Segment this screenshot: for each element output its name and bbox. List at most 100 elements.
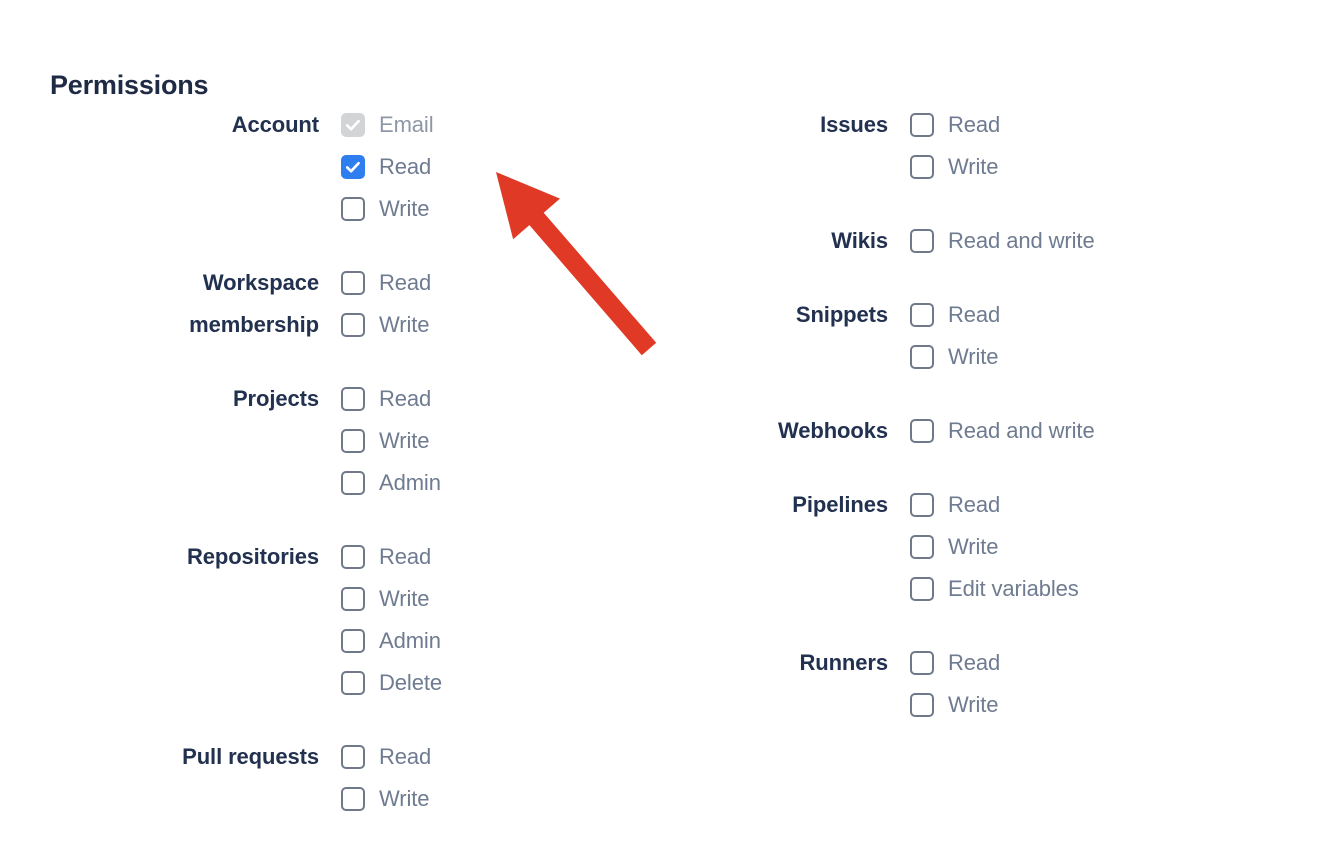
checkbox-projects-write[interactable]: [341, 429, 365, 453]
option-label-admin: Admin: [379, 470, 441, 495]
checkbox-snippets-write[interactable]: [910, 345, 934, 369]
checkbox-issues-read[interactable]: [910, 113, 934, 137]
checkbox-pipelines-read[interactable]: [910, 493, 934, 517]
checkbox-projects-read[interactable]: [341, 387, 365, 411]
permission-option-projects-write[interactable]: Write: [341, 420, 660, 462]
checkbox-repositories-admin[interactable]: [341, 629, 365, 653]
checkbox-account-email: [341, 113, 365, 137]
checkbox-webhooks-read-and-write[interactable]: [910, 419, 934, 443]
checkbox-workspace-membership-read[interactable]: [341, 271, 365, 295]
option-label-delete: Delete: [379, 670, 442, 695]
checkbox-pull-requests-read[interactable]: [341, 745, 365, 769]
checkbox-pipelines-write[interactable]: [910, 535, 934, 559]
checkbox-pipelines-edit-variables[interactable]: [910, 577, 934, 601]
group-label-runners: Runners: [596, 642, 910, 684]
group-label-line: Workspace: [202, 270, 319, 295]
permission-option-repositories-delete[interactable]: Delete: [341, 662, 660, 704]
checkbox-repositories-delete[interactable]: [341, 671, 365, 695]
permission-option-pipelines-read[interactable]: Read: [910, 484, 1296, 526]
option-label-read: Read: [379, 744, 432, 769]
permission-option-snippets-read[interactable]: Read: [910, 294, 1296, 336]
checkbox-account-write[interactable]: [341, 197, 365, 221]
option-label-read: Read: [379, 386, 432, 411]
group-label-line: Account: [231, 112, 319, 137]
permission-option-projects-read[interactable]: Read: [341, 378, 660, 420]
checkbox-repositories-read[interactable]: [341, 545, 365, 569]
permission-option-runners-read[interactable]: Read: [910, 642, 1296, 684]
option-label-write: Write: [379, 196, 430, 221]
group-label-webhooks: Webhooks: [596, 410, 910, 452]
checkbox-wikis-read-and-write[interactable]: [910, 229, 934, 253]
permission-option-workspace-membership-read[interactable]: Read: [341, 262, 660, 304]
checkbox-repositories-write[interactable]: [341, 587, 365, 611]
permission-option-repositories-read[interactable]: Read: [341, 536, 660, 578]
option-label-read: Read: [948, 492, 1001, 517]
option-label-write: Write: [379, 312, 430, 337]
option-label-write: Write: [379, 586, 430, 611]
group-label-pull-requests: Pull requests: [0, 736, 341, 778]
permission-option-pull-requests-write[interactable]: Write: [341, 778, 660, 820]
option-label-write: Write: [948, 534, 999, 559]
checkbox-issues-write[interactable]: [910, 155, 934, 179]
group-label-line: Snippets: [795, 302, 888, 327]
group-label-line: Repositories: [186, 544, 319, 569]
checkbox-pull-requests-write[interactable]: [341, 787, 365, 811]
checkbox-runners-write[interactable]: [910, 693, 934, 717]
permission-option-snippets-write[interactable]: Write: [910, 336, 1296, 378]
permission-option-account-read[interactable]: Read: [341, 146, 660, 188]
option-label-read: Read: [948, 302, 1001, 327]
permission-option-repositories-admin[interactable]: Admin: [341, 620, 660, 662]
group-label-line: Projects: [232, 386, 319, 411]
permission-option-workspace-membership-write[interactable]: Write: [341, 304, 660, 346]
group-label-account: Account: [0, 104, 341, 146]
checkbox-account-read[interactable]: [341, 155, 365, 179]
permission-option-pull-requests-read[interactable]: Read: [341, 736, 660, 778]
group-label-issues: Issues: [596, 104, 910, 146]
option-label-email: Email: [379, 112, 434, 137]
group-label-line: Webhooks: [777, 418, 888, 443]
checkbox-projects-admin[interactable]: [341, 471, 365, 495]
group-label-line: Pipelines: [792, 492, 888, 517]
option-label-read-and-write: Read and write: [948, 418, 1095, 443]
permission-option-wikis-read-and-write[interactable]: Read and write: [910, 220, 1296, 262]
group-label-projects: Projects: [0, 378, 341, 420]
option-label-read: Read: [948, 112, 1001, 137]
option-label-admin: Admin: [379, 628, 441, 653]
permission-option-runners-write[interactable]: Write: [910, 684, 1296, 726]
group-label-wikis: Wikis: [596, 220, 910, 262]
permission-option-projects-admin[interactable]: Admin: [341, 462, 660, 504]
checkbox-workspace-membership-write[interactable]: [341, 313, 365, 337]
permission-option-repositories-write[interactable]: Write: [341, 578, 660, 620]
option-label-write: Write: [948, 344, 999, 369]
permission-option-account-email[interactable]: Email: [341, 104, 660, 146]
option-label-write: Write: [379, 786, 430, 811]
permission-option-webhooks-read-and-write[interactable]: Read and write: [910, 410, 1296, 452]
checkbox-snippets-read[interactable]: [910, 303, 934, 327]
permission-option-pipelines-write[interactable]: Write: [910, 526, 1296, 568]
permission-option-issues-write[interactable]: Write: [910, 146, 1296, 188]
permission-option-account-write[interactable]: Write: [341, 188, 660, 230]
option-label-edit-variables: Edit variables: [948, 576, 1079, 601]
checkbox-runners-read[interactable]: [910, 651, 934, 675]
permission-option-issues-read[interactable]: Read: [910, 104, 1296, 146]
permission-option-pipelines-edit-variables[interactable]: Edit variables: [910, 568, 1296, 610]
page-title: Permissions: [50, 70, 209, 101]
checkmark-icon: [343, 115, 363, 135]
checkmark-icon: [343, 157, 363, 177]
option-label-read: Read: [379, 154, 432, 179]
option-label-write: Write: [948, 154, 999, 179]
